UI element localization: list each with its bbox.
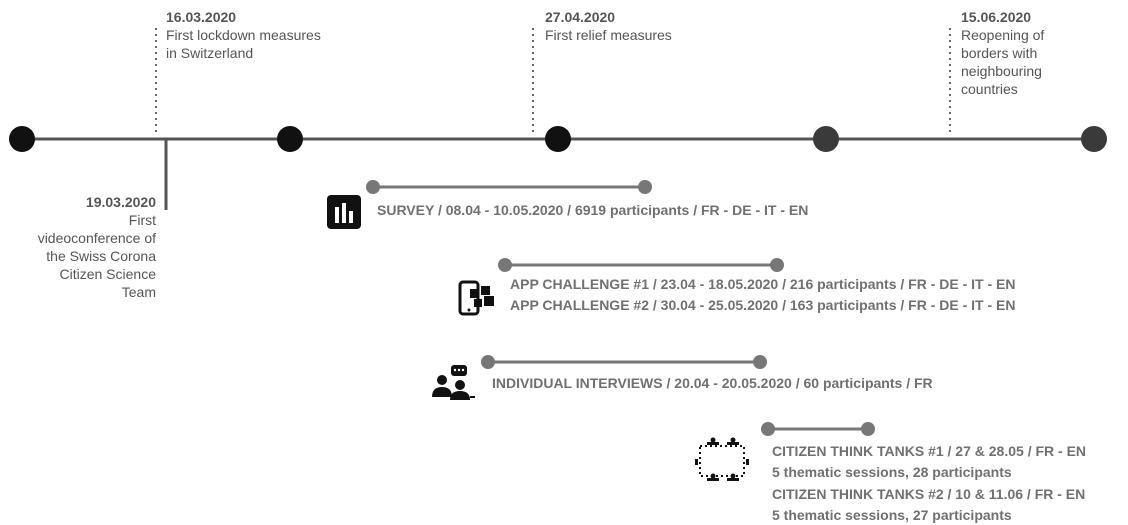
activity-think-tank-1: CITIZEN THINK TANKS #1 / 27 & 28.05 / FR… (772, 443, 1087, 459)
activity-think-tank-2-details: 5 thematic sessions, 27 participants (772, 507, 1012, 523)
activity-app-challenge-2: APP CHALLENGE #2 / 30.04 - 25.05.2020 / … (510, 297, 1016, 313)
timeline-node (9, 126, 35, 152)
range-app-challenge (498, 258, 784, 272)
activity-interviews: INDIVIDUAL INTERVIEWS / 20.04 - 20.05.20… (492, 375, 933, 391)
event-description: First lockdown measures in Switzerland (166, 27, 321, 61)
timeline-node (1081, 126, 1107, 152)
timeline-node (813, 126, 839, 152)
event-date: 16.03.2020 (166, 9, 237, 25)
event-date: 19.03.2020 (85, 194, 156, 210)
activity-app-challenge-1: APP CHALLENGE #1 / 23.04 - 18.05.2020 / … (510, 276, 1016, 292)
event-lockdown: 16.03.2020 First lockdown measures in Sw… (166, 8, 321, 62)
think-tank-table-icon (695, 437, 749, 481)
event-reopening: 15.06.2020 Reopening of borders with nei… (961, 8, 1044, 98)
range-survey (366, 180, 652, 194)
activity-think-tank-2: CITIZEN THINK TANKS #2 / 10 & 11.06 / FR… (772, 486, 1086, 502)
interview-people-icon (432, 365, 475, 400)
event-description: First relief measures (545, 27, 672, 43)
bar-chart-icon (327, 195, 361, 229)
event-date: 27.04.2020 (545, 9, 616, 25)
event-description: Reopening of borders with neighbouring c… (961, 27, 1045, 97)
timeline-node (277, 126, 303, 152)
event-description: First videoconference of the Swiss Coron… (37, 212, 156, 300)
event-videoconference: 19.03.2020 First videoconference of the … (6, 193, 156, 301)
range-interviews (481, 355, 767, 369)
range-think-tanks (761, 422, 875, 436)
mobile-apps-icon (458, 280, 494, 316)
event-date: 15.06.2020 (961, 9, 1032, 25)
timeline-node (545, 126, 571, 152)
event-relief: 27.04.2020 First relief measures (545, 8, 672, 44)
activity-survey: SURVEY / 08.04 - 10.05.2020 / 6919 parti… (377, 202, 809, 218)
activity-think-tank-1-details: 5 thematic sessions, 28 participants (772, 464, 1012, 480)
